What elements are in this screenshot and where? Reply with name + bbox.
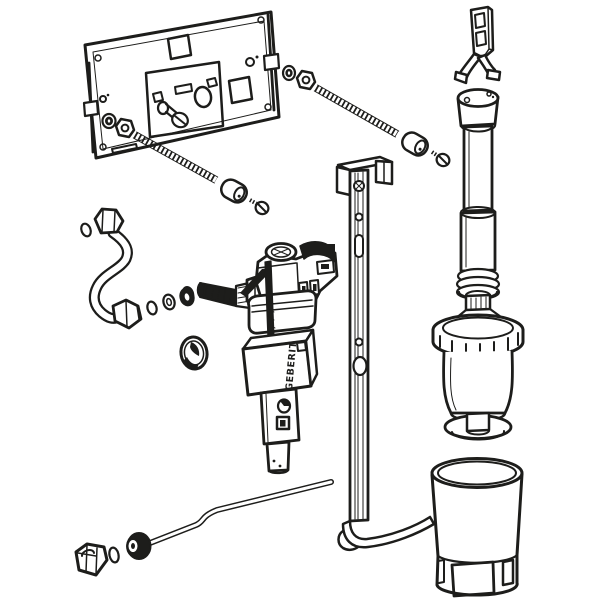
cover-plate: Protection cover plate with crossbars, w… <box>82 10 317 160</box>
supply-pipe: Supply pipe with union nut, o-ring and k… <box>74 479 334 577</box>
brand-marking: GEBERIT <box>284 341 299 391</box>
float-cup: Float cup container with base cut-outs <box>430 457 524 598</box>
fill-valve: Fill valve with float body and adjustmen… <box>181 241 339 475</box>
seal-disc: Seal disc with bayonet slot <box>179 335 209 371</box>
valve-seat-bell: Flush bell with union nut and seal flang… <box>431 290 525 441</box>
fork-wrench: Fork-shaped retaining clip <box>453 5 502 85</box>
fastening-rod-left: Threaded rod with spacer sleeve and scre… <box>132 131 270 216</box>
flush-pipe: Telescopic flush pipe with threaded end <box>455 88 501 301</box>
hanger-bracket: Mounting bracket with hook and curved fo… <box>335 155 436 552</box>
inlet-bend: S-shaped inlet connector with union nuts… <box>80 207 195 330</box>
fastening-rod-right: Threaded rod with washer, nut, spacer sl… <box>313 84 451 168</box>
